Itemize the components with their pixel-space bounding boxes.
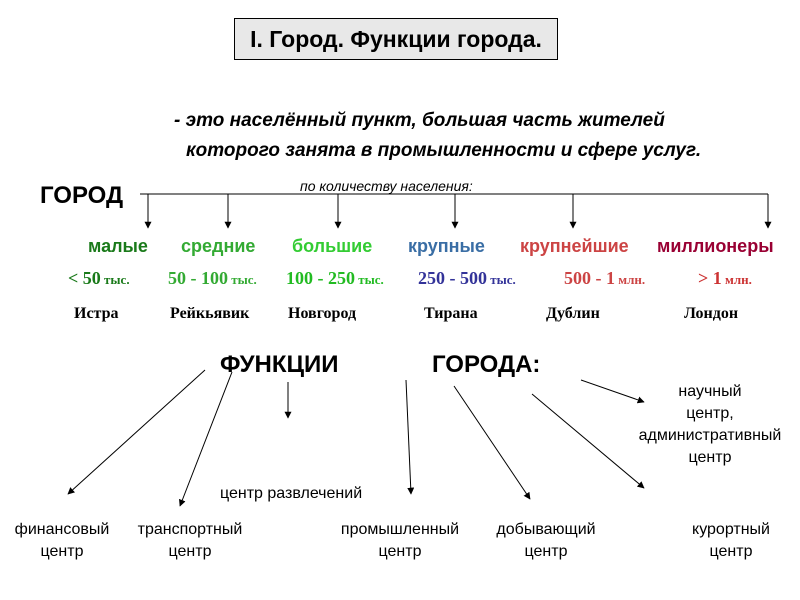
city-word: ГОРОД <box>40 182 124 209</box>
function-entertainment: центр развлечений <box>220 485 363 502</box>
category-biggest: крупнейшие <box>520 236 629 256</box>
range-large: 100 - 250 тыс. <box>286 268 384 288</box>
example-city-millionaires: Лондон <box>684 305 739 322</box>
classification-label: по количеству населения: <box>300 178 473 194</box>
arrow-to-resort <box>531 393 645 489</box>
definition-line-1: - это населённый пункт, большая часть жи… <box>174 110 665 131</box>
example-city-biggest: Дублин <box>546 305 600 322</box>
range-biggest: 500 - 1 млн. <box>564 268 646 288</box>
range-big: 250 - 500 тыс. <box>418 268 516 288</box>
example-city-big: Тирана <box>424 305 478 322</box>
range-millionaires: > 1 млн. <box>698 268 752 288</box>
example-city-large: Новгород <box>288 305 357 322</box>
arrow-to-transport <box>179 371 233 507</box>
example-city-medium: Рейкьявик <box>170 305 250 322</box>
category-small: малые <box>88 236 148 256</box>
arrow-to-science <box>580 379 645 404</box>
category-millionaires: миллионеры <box>657 236 774 256</box>
functions-heading-word1: ФУНКЦИИ <box>220 351 339 378</box>
definition-line-2: которого занята в промышленности и сфере… <box>186 140 702 161</box>
arrow-to-financial <box>67 369 206 495</box>
page-title: I. Город. Функции города. <box>234 18 558 60</box>
range-small: < 50 тыс. <box>68 268 130 288</box>
functions-heading-word2: ГОРОДА: <box>432 351 541 378</box>
arrow-to-mining <box>453 385 531 500</box>
category-big: крупные <box>408 236 485 256</box>
category-medium: средние <box>181 236 256 256</box>
range-medium: 50 - 100 тыс. <box>168 268 257 288</box>
example-city-small: Истра <box>74 305 119 322</box>
arrow-to-industrial <box>405 379 415 495</box>
category-large: большие <box>292 236 373 256</box>
